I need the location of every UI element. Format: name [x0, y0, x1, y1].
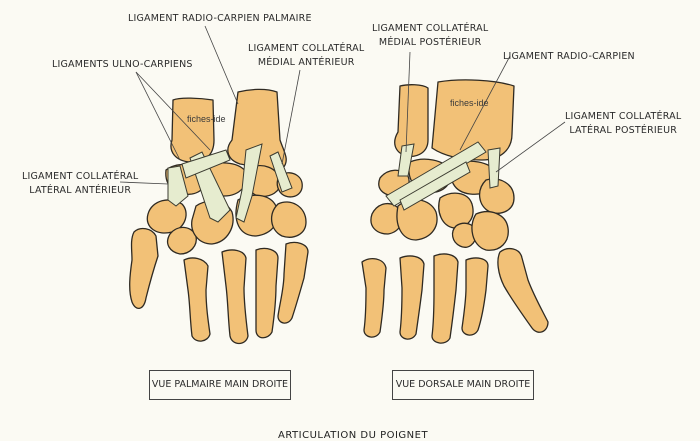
caption-dorsal: VUE DORSALE MAIN DROITE	[392, 370, 534, 400]
carpal-bone	[166, 226, 197, 255]
ligament-strip	[385, 141, 487, 207]
metacarpal-1	[129, 227, 159, 309]
page-title: ARTICULATION DU POIGNET	[278, 430, 429, 441]
carpal-bone	[471, 211, 509, 251]
ligament-strip	[399, 161, 471, 211]
dorsal-view	[361, 79, 549, 344]
metacarpal-4	[399, 255, 425, 340]
metacarpal-5	[277, 241, 309, 324]
ligament-strip	[181, 149, 231, 179]
radius-bone	[431, 79, 515, 161]
label-collateral-lateral-posterieur: LIGAMENT COLLATÉRAL LATÉRAL POSTÉRIEUR	[565, 110, 681, 138]
label-collateral-medial-posterieur: LIGAMENT COLLATÉRAL MÉDIAL POSTÉRIEUR	[372, 22, 488, 50]
metacarpal-2	[461, 257, 489, 336]
dorsal-leader-lines	[405, 51, 566, 173]
label-line: LIGAMENT COLLATÉRAL	[22, 171, 139, 182]
metacarpal-5	[361, 257, 387, 338]
carpal-bone	[451, 222, 477, 248]
palmar-view	[129, 88, 309, 345]
label-radio-carpien-palmaire: LIGAMENT RADIO-CARPIEN PALMAIRE	[128, 13, 312, 24]
ligament-strip	[167, 165, 189, 207]
ligament-strip	[269, 151, 293, 193]
caption-palmar: VUE PALMAIRE MAIN DROITE	[149, 370, 291, 400]
metacarpal-2	[183, 257, 211, 342]
ulna-bone	[170, 97, 215, 163]
metacarpal-4	[255, 247, 279, 339]
label-line: MÉDIAL POSTÉRIEUR	[378, 37, 482, 48]
label-line: LATÉRAL POSTÉRIEUR	[569, 125, 678, 136]
label-line: LIGAMENT COLLATÉRAL	[372, 23, 489, 34]
carpal-bone	[479, 178, 515, 214]
watermark: fiches-ide	[450, 98, 489, 108]
ulna-bone	[394, 84, 429, 158]
label-radio-carpien: LIGAMENT RADIO-CARPIEN	[503, 51, 635, 62]
watermark: fiches-ide	[187, 114, 226, 124]
ligament-strip	[397, 143, 415, 177]
hamate-bone	[271, 201, 307, 238]
carpal-bone	[146, 199, 187, 234]
palmar-leader-lines	[119, 25, 301, 185]
metacarpal-3	[431, 253, 459, 344]
label-line: LIGAMENT COLLATÉRAL	[565, 111, 682, 122]
carpal-bone	[438, 192, 474, 229]
metacarpal-1	[497, 247, 549, 333]
label-ulno-carpiens: LIGAMENTS ULNO-CARPIENS	[52, 59, 193, 70]
metacarpal-3	[221, 249, 249, 345]
label-line: LIGAMENT COLLATÉRAL	[248, 43, 365, 54]
label-line: MÉDIAL ANTÉRIEUR	[257, 57, 355, 68]
label-collateral-medial-anterieur: LIGAMENT COLLATÉRAL MÉDIAL ANTÉRIEUR	[248, 42, 364, 70]
label-collateral-lateral-anterieur: LIGAMENT COLLATÉRAL LATÉRAL ANTÉRIEUR	[22, 170, 138, 198]
ligament-strip	[235, 143, 263, 223]
ligament-strip	[487, 147, 501, 189]
label-line: LATÉRAL ANTÉRIEUR	[29, 185, 132, 196]
